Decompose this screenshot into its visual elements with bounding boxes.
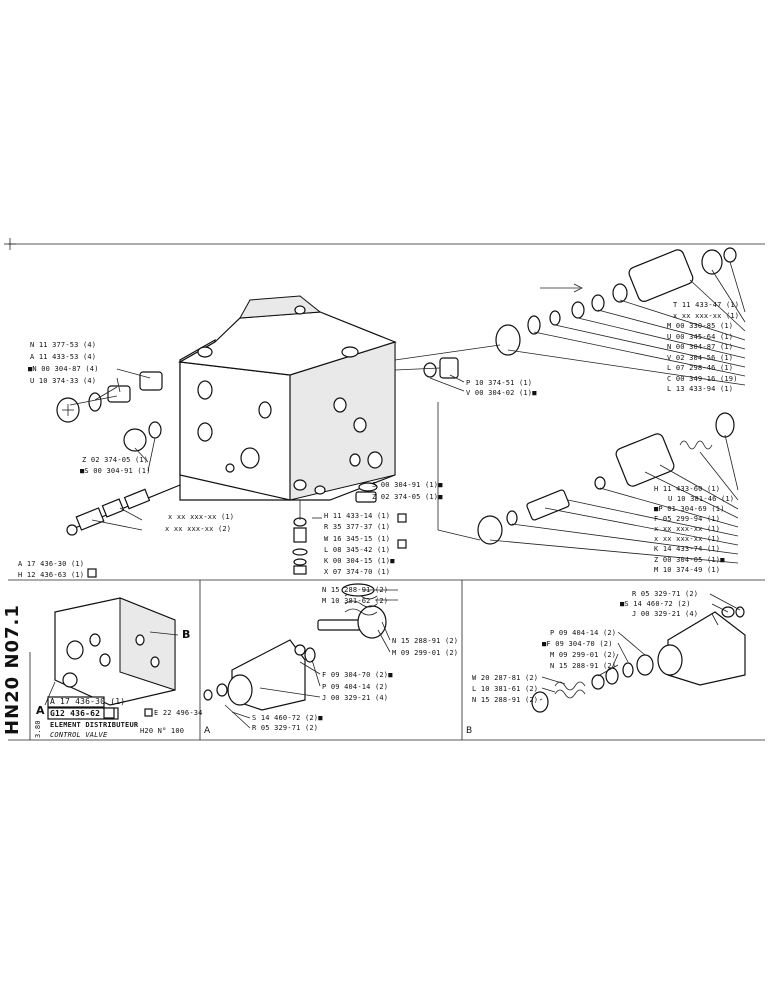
title-french: ELEMENT DISTRIBUTEUR (50, 721, 139, 729)
panel-a-label-2: N 15 288-91 (2) (392, 637, 459, 645)
label-topright-6: L 07 298-46 (1) (667, 364, 734, 372)
panel-a-label-7: S 14 460-72 (2)■ (252, 714, 323, 722)
label-left-2: ■N 00 304-87 (4) (28, 365, 99, 373)
label-midright-2: ■P 01 304-69 (1) (654, 505, 725, 513)
panel-b-label-7: W 20 287-81 (2) (472, 674, 539, 682)
panel-a-part (203, 583, 398, 729)
label-midright-6: K 14 433-74 (1) (654, 545, 721, 553)
spool-shaft (66, 484, 181, 536)
label-topright-4: N 00 304-87 (1) (667, 343, 734, 351)
ref-g12: G12 436-62 (50, 709, 101, 718)
ref-boxes (47, 513, 407, 720)
panel-b-label-5: M 09 299-01 (2) (550, 651, 617, 659)
panel-b-label-1: ■S 14 460-72 (2) (620, 600, 691, 608)
plug-fitting (423, 357, 459, 379)
panel-a-label-8: R 05 329-71 (2) (252, 724, 319, 732)
label-shaft-0: x xx xxx-xx (1) (168, 513, 235, 521)
panel-b-label-0: R 05 329-71 (2) (632, 590, 699, 598)
top-right-cartridge (495, 247, 737, 356)
panel-b-label-6: N 15 288-91 (2) (550, 662, 617, 670)
label-rightmid-1: Z 02 374-05 (1)■ (372, 493, 443, 501)
label-bottomc-3: L 08 345-42 (1) (324, 546, 391, 554)
label-bottomc-5: X 07 374-70 (1) (324, 568, 391, 576)
mid-right-cartridge (477, 412, 735, 545)
label-topright-2: M 00 330-85 (1) (667, 322, 734, 330)
label-a-callout: A (36, 704, 45, 717)
panel-a-label-1: M 10 381-62 (2) (322, 597, 389, 605)
model-number: H20 N° 100 (140, 727, 185, 735)
label-midright-5: x xx xxx-xx (1) (654, 535, 721, 543)
panel-a-label-6: J 00 329-21 (4) (322, 694, 389, 702)
leader-lines (69, 261, 746, 564)
label-rightmid-0: S 00 304-91 (1)■ (372, 481, 443, 489)
label-bottomc-4: K 00 304-15 (1)■ (324, 557, 395, 565)
label-midleft-0: Z 02 374-05 (1) (82, 456, 149, 464)
ref-a17: A 17 436-30 (1) (50, 697, 126, 706)
panel-b-part (531, 593, 746, 713)
panel-a-label-3: M 09 299-01 (2) (392, 649, 459, 657)
label-left-0: N 11 377-53 (4) (30, 341, 97, 349)
panel-a-corner: A (204, 726, 211, 736)
label-midright-0: H 11 433-60 (1) (654, 485, 721, 493)
panel-a-label-0: N 15 288-91 (2) (322, 586, 389, 594)
ref-e22: E 22 496-34 (154, 709, 203, 717)
label-plug-1: V 00 304-02 (1)■ (466, 389, 537, 397)
label-left-1: A 11 433-53 (4) (30, 353, 97, 361)
valve-body (178, 295, 397, 501)
label-topright-3: U 00 345-64 (1) (667, 333, 734, 341)
left-fittings (56, 371, 163, 452)
frame-lines (4, 238, 765, 741)
label-midright-4: x xx xxx-xx (1) (654, 525, 721, 533)
label-topright-5: V 02 304-56 (1) (667, 354, 734, 362)
small-code: 3.80 (34, 720, 42, 738)
panel-b-corner: B (466, 726, 473, 736)
label-b-callout: B (182, 628, 191, 641)
panel-b-label-4: ■F 09 304-70 (2) (542, 640, 613, 648)
bottom-stack (292, 500, 308, 575)
panel-b-label-9: N 15 288-91 (2) (472, 696, 539, 704)
label-bottomc-1: R 35 377-37 (1) (324, 523, 391, 531)
label-midright-1: U 10 381-46 (1) (668, 495, 735, 503)
label-bottomc-2: W 16 345-15 (1) (324, 535, 391, 543)
panel-b-label-3: P 09 404-14 (2) (550, 629, 617, 637)
label-midright-3: F 05 299-94 (1) (654, 515, 721, 523)
label-bottomleft-0: A 17 436-30 (1) (18, 560, 85, 568)
label-midright-7: Z 00 304-05 (1)■ (654, 556, 725, 564)
label-bottomc-0: H 11 433-14 (1) (324, 512, 391, 520)
label-left-3: U 10 374-33 (4) (30, 377, 97, 385)
panel-b-label-8: L 10 381-61 (2) (472, 685, 539, 693)
label-bottomleft-1: H 12 436-63 (1) (18, 571, 85, 579)
right-bottom-fitting (355, 482, 378, 503)
panel-a-label-5: P 09 404-14 (2) (322, 683, 389, 691)
label-topright-7: C 00 349-16 (19) (667, 375, 738, 383)
label-midright-8: M 10 374-49 (1) (654, 566, 721, 574)
panel-a-label-4: F 09 304-70 (2)■ (322, 671, 393, 679)
small-assembly (44, 597, 179, 706)
label-midleft-1: ■S 00 304-91 (1) (80, 467, 151, 475)
label-plug-0: P 10 374-51 (1) (466, 379, 533, 387)
sheet-code: HN20 N07.1 (2, 604, 23, 735)
label-topright-1: x xx xxx-xx (1) (673, 312, 740, 320)
label-shaft-1: x xx xxx-xx (2) (165, 525, 232, 533)
label-topright-0: T 11 433-47 (1) (673, 301, 740, 309)
title-english: CONTROL VALVE (50, 731, 108, 739)
label-topright-8: L 13 433-94 (1) (667, 385, 734, 393)
panel-b-label-2: J 00 329-21 (4) (632, 610, 699, 618)
